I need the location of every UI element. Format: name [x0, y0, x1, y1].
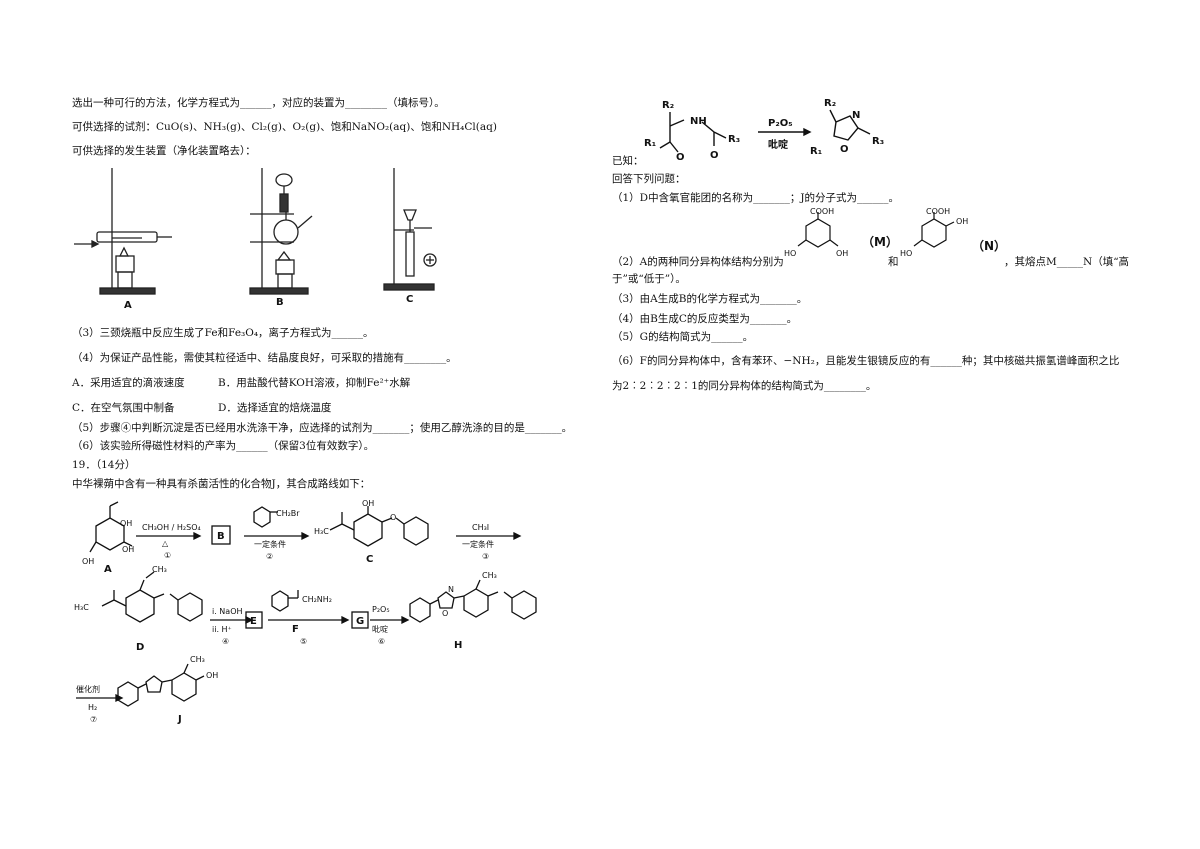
apparatus-label-a: A: [124, 300, 132, 310]
right-question-2-pre: （2）A的两种同分异构体结构分别为: [612, 256, 784, 268]
r2-group: R₂: [662, 100, 674, 111]
apparatus-c: [383, 168, 437, 291]
group-n: N: [448, 585, 454, 594]
label-h: H: [454, 640, 462, 651]
right-question-3: （3）由A生成B的化学方程式为_______。: [612, 293, 808, 305]
label-m: （M）: [862, 234, 898, 249]
isomer-structures: COOH HO OH COOH OH HO （M） （N）: [784, 207, 1000, 258]
label-j: J: [177, 714, 182, 725]
label-f: F: [292, 624, 299, 635]
n-atom: N: [852, 110, 860, 121]
group-ch3: CH₃: [482, 571, 497, 580]
condition-6: 吡啶: [372, 624, 388, 634]
option-d: D．选择适宜的焙烧温度: [218, 402, 332, 414]
known-label: 已知：: [612, 155, 644, 167]
condition-2: 一定条件: [254, 539, 286, 549]
reagent-6: P₂O₅: [372, 605, 390, 614]
condition-3: 一定条件: [462, 539, 494, 549]
question-3: （3）三颈烧瓶中反应生成了Fe和Fe₃O₄，离子方程式为______。: [72, 327, 374, 339]
group-o: O: [390, 513, 396, 522]
reagent-7: 催化剂: [76, 684, 100, 694]
right-question-6b: 为2︰2︰2︰2︰1的同分异构体的结构简式为________。: [612, 380, 877, 392]
group-ho: HO: [784, 249, 796, 258]
r3-group: R₃: [872, 136, 884, 147]
right-question-2-and: 和: [888, 256, 899, 268]
apparatus-b: [249, 168, 313, 295]
step-7: ⑦: [90, 715, 97, 724]
nh-group: NH: [690, 116, 707, 127]
reagent-f: CH₂NH₂: [302, 595, 332, 604]
group-o: O: [442, 609, 448, 618]
known-reaction-scheme: R₂ NH R₁ O R₃ O P₂O₅ 吡啶 R₂ N O R₁ R₃: [644, 98, 884, 163]
group-ho: HO: [900, 249, 912, 258]
right-question-4: （4）由B生成C的反应类型为_______。: [612, 313, 798, 325]
question-19-heading: 19．（14分）: [72, 459, 136, 471]
answer-heading: 回答下列问题：: [612, 173, 686, 185]
apparatus-caption: 可供选择的发生装置（净化装置略去）：: [72, 145, 256, 157]
question-6: （6）该实验所得磁性材料的产率为______（保留3位有效数字）。: [72, 440, 375, 452]
apparatus-label-c: C: [406, 294, 413, 305]
right-question-2-post2: 于”或“低于”）。: [612, 273, 686, 285]
option-c: C．在空气氛围中制备: [72, 402, 175, 414]
apparatus-label-b: B: [276, 297, 284, 308]
r2-group: R₂: [824, 98, 836, 109]
label-n: （N）: [972, 238, 1000, 253]
group-oh: OH: [122, 545, 134, 554]
question-4: （4）为保证产品性能，需使其粒径适中、结晶度良好，可采取的措施有________…: [72, 352, 457, 364]
reagent-2: CH₂Br: [276, 509, 300, 518]
box-b-label: B: [217, 531, 225, 542]
label-a: A: [104, 564, 112, 575]
synthesis-scheme: OH OH OH A CH₃OH / H₂SO₄ △ ① B CH₂Br 一定条…: [74, 500, 537, 725]
group-cooh: COOH: [810, 207, 834, 216]
group-h3c: H₃C: [314, 527, 329, 536]
r1-group: R₁: [644, 138, 656, 149]
question-text-line: 选出一种可行的方法，化学方程式为______，对应的装置为________（填标…: [72, 97, 445, 109]
step-2: ②: [266, 552, 273, 561]
group-oh: OH: [956, 217, 968, 226]
group-oh: OH: [206, 671, 218, 680]
right-question-2-post: ，其熔点M_____N（填“高: [1004, 256, 1130, 268]
o-group: O: [676, 152, 685, 163]
reagent-1: CH₃OH / H₂SO₄: [142, 523, 201, 532]
right-question-6a: （6）F的同分异构体中，含有苯环、−NH₂，且能发生银镜反应的有______种；…: [612, 355, 1120, 367]
group-oh: OH: [362, 500, 374, 508]
step-1: ①: [164, 551, 171, 560]
group-oh: OH: [82, 557, 94, 566]
label-c: C: [366, 554, 373, 565]
right-question-5: （5）G的结构简式为______。: [612, 331, 754, 343]
group-oh: OH: [120, 519, 132, 528]
right-question-1: （1）D中含氧官能团的名称为_______；J的分子式为______。: [612, 192, 900, 204]
reagent-p2o5: P₂O₅: [768, 118, 793, 129]
reagent-4b: ii. H⁺: [212, 625, 232, 634]
box-e-label: E: [250, 616, 257, 627]
group-ch3: CH₃: [152, 565, 167, 574]
group-h3c: H₃C: [74, 603, 89, 612]
box-g-label: G: [356, 616, 364, 627]
reagent-3: CH₃I: [472, 523, 489, 532]
label-d: D: [136, 642, 144, 653]
option-a: A．采用适宜的滴液速度: [72, 377, 185, 389]
group-cooh: COOH: [926, 207, 950, 216]
question-5: （5）步骤④中判断沉淀是否已经用水洗涤干净，应选择的试剂为_______；使用乙…: [72, 422, 573, 434]
step-6: ⑥: [378, 637, 385, 646]
reagent-list: 可供选择的试剂：CuO(s)、NH₃(g)、Cl₂(g)、O₂(g)、饱和NaN…: [72, 121, 497, 133]
step-4: ④: [222, 637, 229, 646]
apparatus-a: [74, 168, 172, 295]
condition-7: H₂: [88, 703, 97, 712]
reagent-4a: i. NaOH: [212, 607, 243, 616]
condition-pyridine: 吡啶: [768, 138, 788, 151]
o-atom: O: [840, 144, 849, 155]
step-3: ③: [482, 552, 489, 561]
condition-1: △: [162, 539, 169, 548]
o-group: O: [710, 150, 719, 161]
r3-group: R₃: [728, 134, 740, 145]
apparatus-figure: A B C: [74, 168, 437, 310]
group-oh: OH: [836, 249, 848, 258]
question-19-intro: 中华裸蒴中含有一种具有杀菌活性的化合物J，其合成路线如下：: [72, 478, 371, 490]
group-ch3: CH₃: [190, 655, 205, 664]
r1-group: R₁: [810, 146, 822, 157]
option-b: B．用盐酸代替KOH溶液，抑制Fe²⁺水解: [218, 377, 411, 389]
step-5: ⑤: [300, 637, 307, 646]
